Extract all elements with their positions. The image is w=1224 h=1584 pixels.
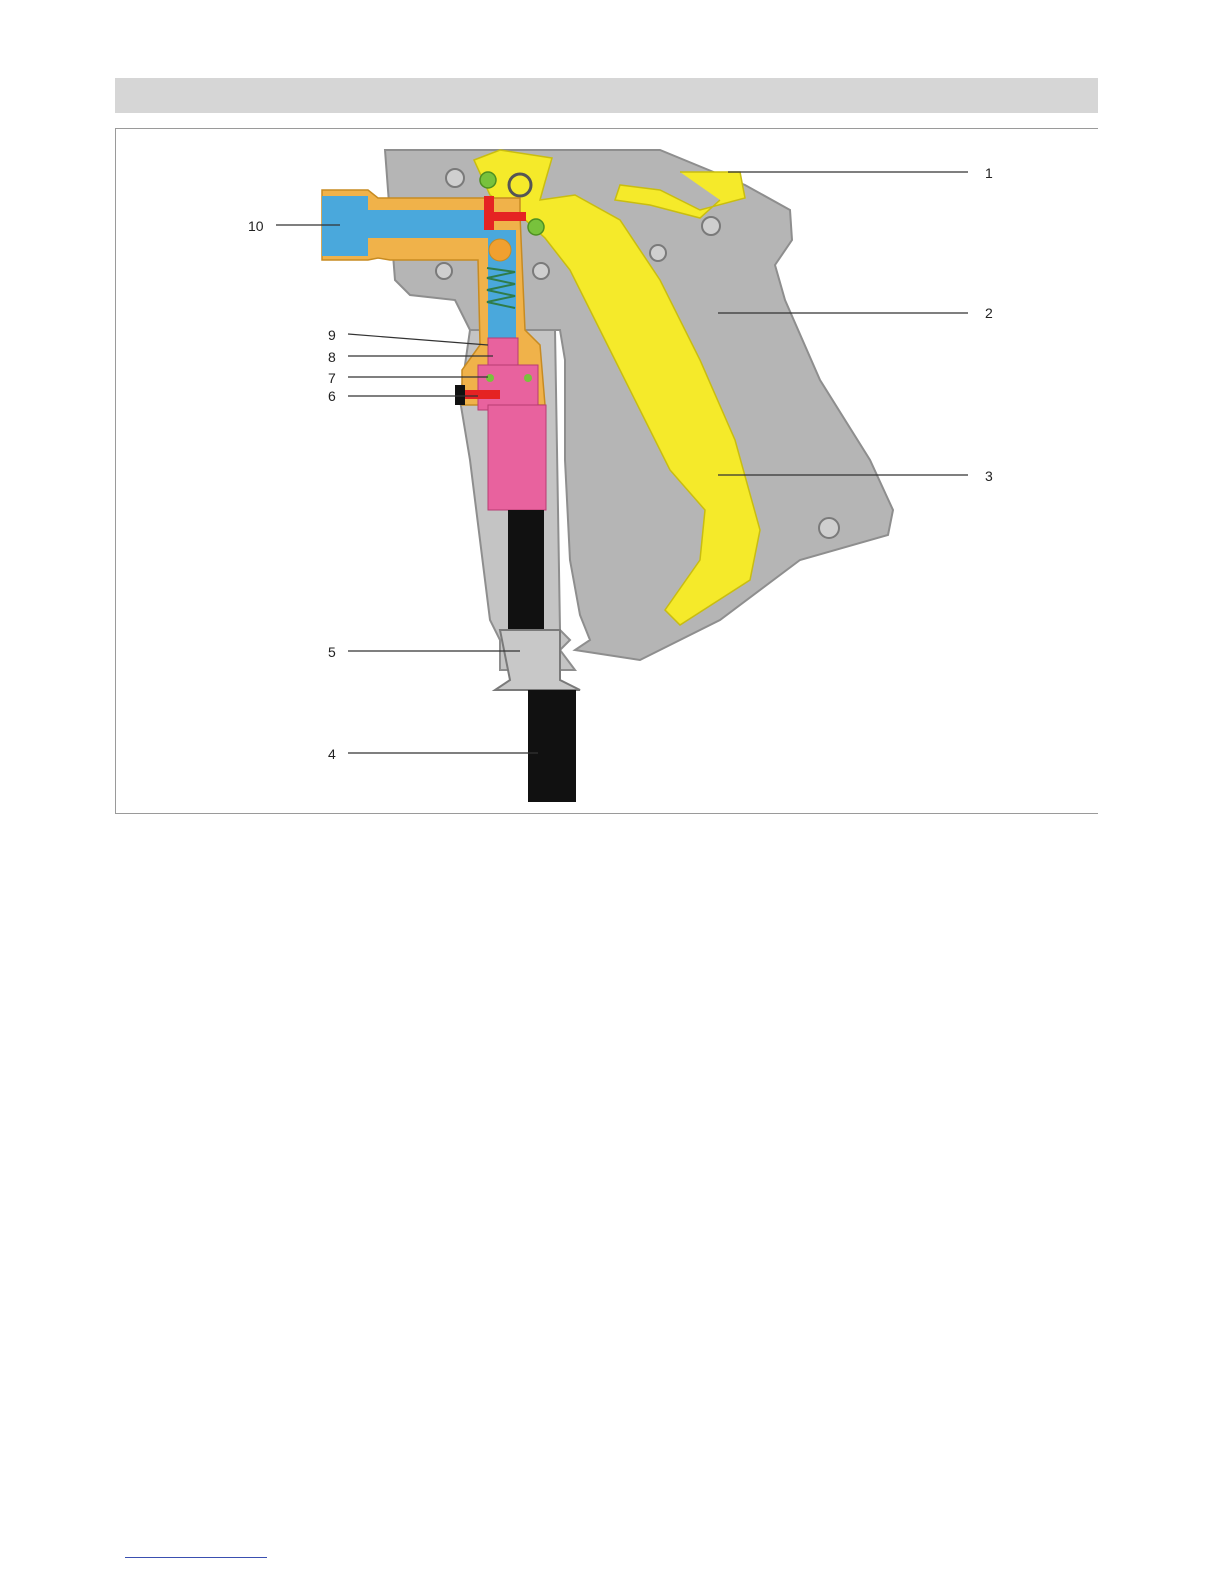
callout-2: 2 — [985, 305, 993, 321]
outlet-connector-bore — [322, 196, 368, 256]
swivel-sleeve — [488, 405, 546, 510]
callout-1: 1 — [985, 165, 993, 181]
swivel-body — [478, 365, 538, 410]
water-passage-horizontal — [368, 210, 488, 238]
callout-8: 8 — [328, 349, 336, 365]
callout-7: 7 — [328, 370, 336, 386]
hose-inner — [508, 510, 544, 630]
callout-3: 3 — [985, 468, 993, 484]
retaining-pin — [462, 390, 500, 399]
o-ring — [486, 374, 494, 382]
callout-4: 4 — [328, 746, 336, 762]
retaining-pin-head — [455, 385, 465, 405]
callout-10: 10 — [248, 218, 264, 234]
callout-5: 5 — [328, 644, 336, 660]
trigger-pivot — [509, 174, 531, 196]
plunger-pin — [494, 212, 526, 221]
callout-9: 9 — [328, 327, 336, 343]
footer-link-underline — [125, 1557, 267, 1558]
high-pressure-hose — [528, 690, 576, 802]
callout-6: 6 — [328, 388, 336, 404]
valve-ball — [489, 239, 511, 261]
o-ring-2 — [524, 374, 532, 382]
swivel-top — [488, 338, 518, 368]
valve-plunger — [484, 196, 494, 230]
